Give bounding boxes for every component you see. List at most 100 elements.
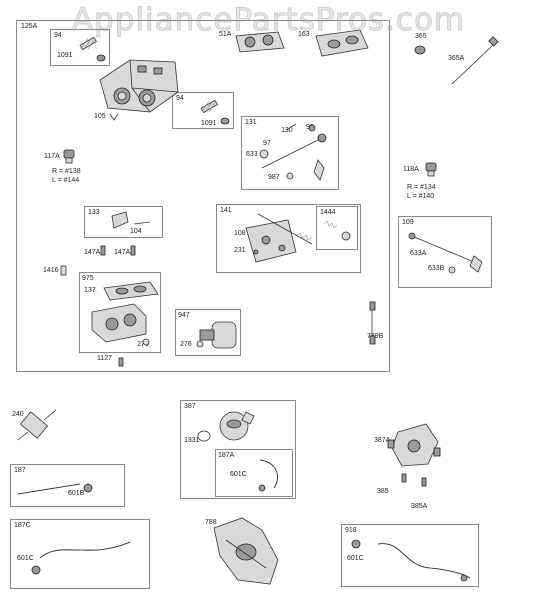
part-label-365: 365: [415, 33, 427, 40]
group-box-918: [341, 524, 479, 587]
group-box-947: [175, 309, 241, 356]
group-label-1444: 1444: [320, 209, 336, 216]
part-label-1331: 1331: [184, 437, 200, 444]
part-label-387A: 387A: [374, 437, 391, 444]
part-label-601Ca: 601C: [230, 471, 247, 478]
group-box-387: [180, 400, 296, 499]
group-label-109: 109: [402, 219, 414, 226]
shaft-109-illustration: [408, 232, 483, 274]
group-label-918: 918: [345, 527, 357, 534]
part-label-117A: 117A: [44, 153, 60, 160]
part-label-97: 97: [263, 140, 271, 147]
stud-365A-illustration: [451, 36, 499, 85]
screw-1127-illustration: [118, 357, 124, 367]
part-label-1416: 1416: [43, 267, 59, 274]
gasket-51A-illustration: [235, 31, 285, 53]
part-label-104: 104: [130, 228, 142, 235]
part-label-601Cc: 601C: [347, 555, 364, 562]
group-label-125A: 125A: [21, 23, 38, 30]
part-label-633A: 633A: [410, 250, 427, 257]
group-label-131: 131: [245, 119, 257, 126]
part-label-118A: 118A: [403, 166, 419, 173]
carburetor-bowl-975-illustration: [91, 303, 150, 346]
group-label-975: 975: [82, 275, 94, 282]
part-label-137: 137: [84, 287, 96, 294]
part-label-130: 130: [281, 127, 293, 134]
group-box-94b: [172, 92, 234, 129]
solenoid-947-illustration: [196, 321, 237, 349]
group-label-94b: 94: [176, 95, 184, 102]
spring-1444-illustration: [323, 220, 351, 241]
group-label-94a: 94: [54, 32, 62, 39]
group-box-1444: [316, 206, 358, 250]
choke-plate-141-illustration: [245, 213, 313, 263]
part-label-117R: R = #138: [52, 168, 81, 175]
gasket-137-illustration: [103, 281, 159, 301]
part-label-118R: R = #134: [407, 184, 436, 191]
group-label-187: 187: [14, 467, 26, 474]
part-label-1127: 1127: [97, 355, 113, 362]
hose-187C-illustration: [31, 541, 131, 575]
fuel-filter-240-illustration: [17, 409, 57, 441]
group-box-975: [79, 272, 161, 353]
group-box-94a: [50, 29, 110, 66]
part-label-147Ab: 147A: [114, 249, 131, 256]
group-label-387: 387: [184, 403, 196, 410]
group-label-141: 141: [220, 207, 232, 214]
plug-117A-illustration: [63, 149, 75, 164]
part-label-117L: L = #144: [52, 177, 80, 184]
throttle-shaft-131-illustration: [259, 123, 327, 181]
group-box-131: [241, 116, 339, 190]
group-label-133: 133: [88, 209, 100, 216]
part-label-118L: L = #140: [407, 193, 435, 200]
part-label-240: 240: [12, 411, 24, 418]
hose-918-illustration: [351, 539, 471, 582]
part-label-231: 231: [234, 247, 246, 254]
group-label-947: 947: [178, 312, 190, 319]
part-label-163: 163: [298, 31, 310, 38]
screw-94b-illustration: [200, 99, 230, 125]
plug-118A-illustration: [425, 162, 437, 177]
part-label-108: 108: [234, 230, 246, 237]
part-label-276a: 276: [137, 341, 149, 348]
bracket-133-illustration: [111, 211, 151, 229]
fuel-pump-387A-illustration: [387, 423, 441, 487]
fuel-pump-387-illustration: [197, 411, 255, 442]
part-label-633B: 633B: [428, 265, 445, 272]
group-label-187A: 187A: [218, 452, 235, 459]
screw-147Ab-illustration: [130, 245, 136, 256]
group-box-187A: [215, 449, 293, 497]
group-box-187C: [10, 519, 150, 589]
part-label-276b: 276: [180, 341, 192, 348]
part-label-365A: 365A: [448, 55, 465, 62]
part-label-1091b: 1091: [201, 120, 217, 127]
screw-147Aa-illustration: [100, 245, 106, 256]
group-box-141: [216, 204, 361, 273]
part-label-105: 105: [94, 113, 106, 120]
nut-365-illustration: [414, 45, 426, 55]
part-label-147Aa: 147A: [84, 249, 101, 256]
group-label-187C: 187C: [14, 522, 31, 529]
part-label-1091a: 1091: [57, 52, 73, 59]
part-label-788: 788: [205, 519, 217, 526]
bracket-788-illustration: [213, 517, 279, 585]
wire-789B-illustration: [369, 301, 376, 345]
part-label-601B: 601B: [68, 490, 85, 497]
part-1416-illustration: [60, 265, 67, 276]
part-label-987: 987: [268, 174, 280, 181]
gasket-163-illustration: [315, 29, 369, 57]
hose-187-illustration: [17, 483, 93, 495]
part-label-385A: 385A: [411, 503, 428, 510]
part-label-601Cb: 601C: [17, 555, 34, 562]
screw-94a-illustration: [79, 36, 106, 62]
group-box-125A: [16, 20, 390, 372]
part-label-51A: 51A: [219, 31, 232, 38]
carburetor-illustration: [99, 59, 179, 121]
part-label-385: 385: [377, 488, 389, 495]
hose-187A-illustration: [258, 459, 278, 492]
group-box-187: [10, 464, 125, 507]
group-box-133: [84, 206, 163, 238]
part-label-633: 633: [246, 151, 258, 158]
